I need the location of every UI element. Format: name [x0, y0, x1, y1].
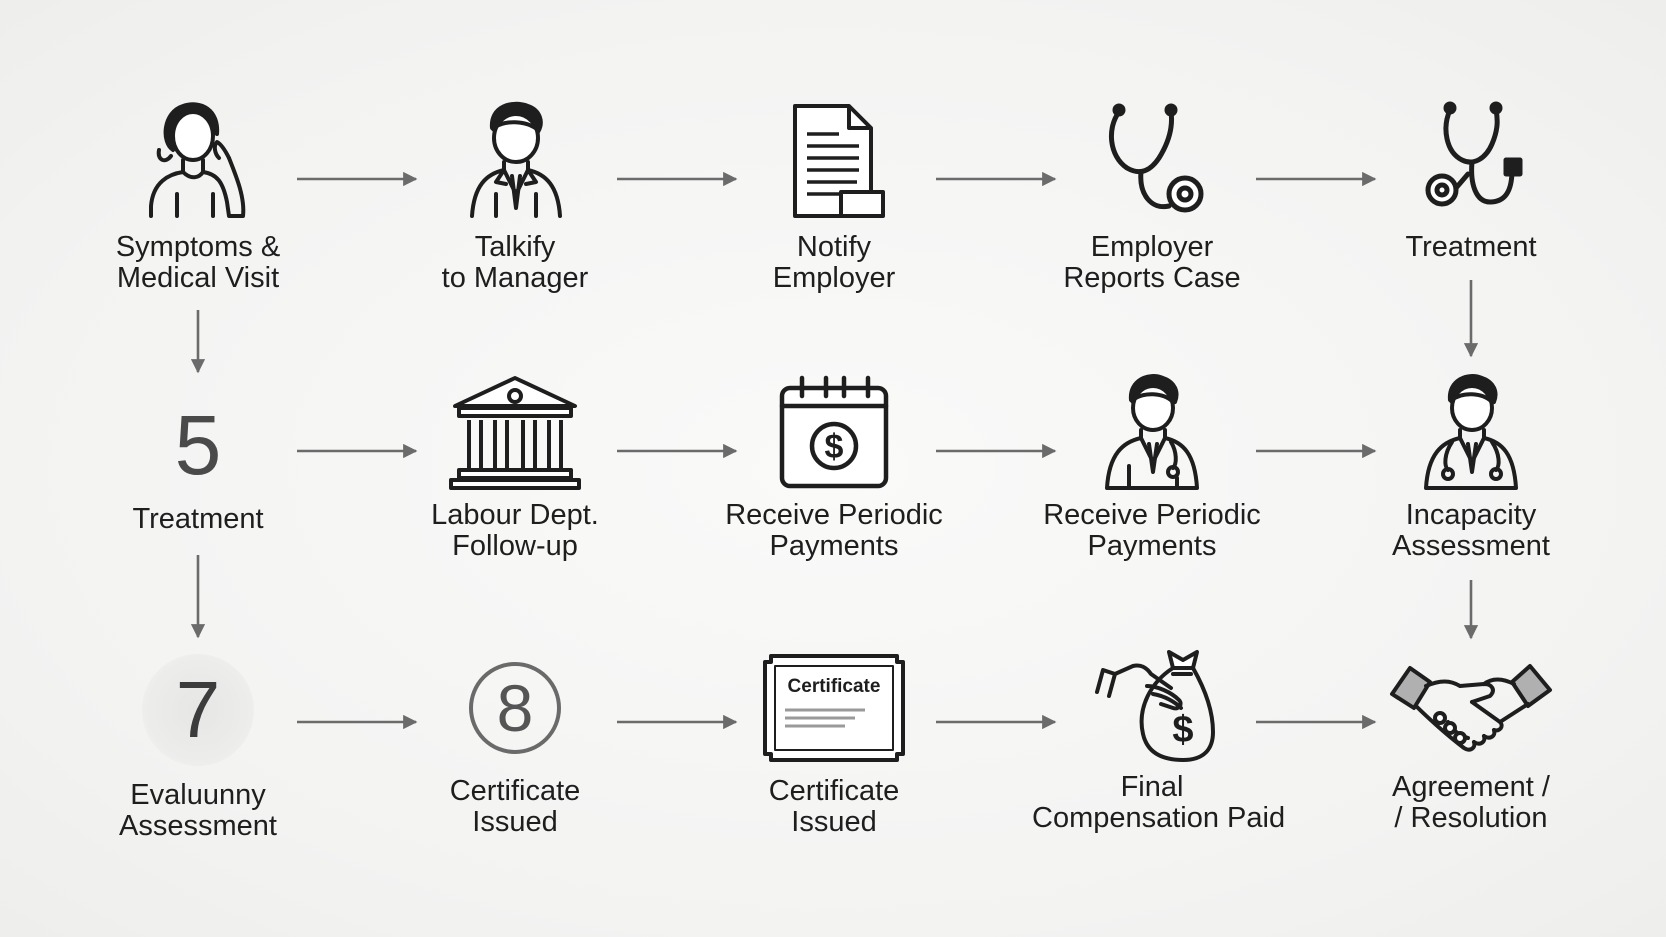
- woman-on-phone-icon: [149, 102, 246, 218]
- node-label: Notify Employer: [714, 232, 954, 294]
- node-label: Treatment: [78, 504, 318, 535]
- label-line: to Manager: [441, 262, 589, 294]
- node-evaluation-assessment: 7 Evaluunny Assessment: [78, 654, 318, 842]
- node-symptoms-medical-visit: Symptoms & Medical Visit: [78, 98, 318, 294]
- node-incapacity-assessment: Incapacity Assessment: [1351, 372, 1591, 562]
- label-line: Labour Dept.: [431, 499, 599, 531]
- step-number: 5: [174, 398, 222, 492]
- node-certificate-issued-numeral: 8 Certificate Issued: [395, 654, 635, 838]
- svg-text:$: $: [1172, 709, 1193, 751]
- money-bag-icon: $: [1095, 650, 1215, 762]
- label-line: Incapacity: [1405, 499, 1537, 531]
- label-line: Treatment: [1405, 231, 1537, 263]
- doctor-icon: [1424, 374, 1518, 490]
- label-line: Reports Case: [1063, 262, 1241, 294]
- certificate-heading: Certificate: [788, 676, 881, 697]
- node-receive-periodic-payments-b: Receive Periodic Payments: [1032, 372, 1272, 562]
- calendar-dollar-icon: $: [779, 375, 889, 489]
- node-label: Evaluunny Assessment: [78, 780, 318, 842]
- stethoscope-icon: [1425, 101, 1523, 207]
- label-line: Evaluunny: [130, 779, 266, 811]
- manager-icon: [470, 101, 562, 218]
- node-label: Agreement / / Resolution: [1351, 772, 1591, 834]
- node-receive-periodic-payments-a: $ Receive Periodic Payments: [714, 372, 954, 562]
- node-label: Employer Reports Case: [1032, 232, 1272, 294]
- label-line: Medical Visit: [116, 262, 280, 294]
- step-number-disc: 7: [142, 654, 254, 766]
- label-line: Agreement /: [1392, 771, 1550, 803]
- label-line: Follow-up: [452, 530, 578, 562]
- label-line: Employer: [772, 262, 896, 294]
- label-line: Certificate: [449, 775, 581, 807]
- certificate-icon: Certificate: [763, 654, 905, 762]
- step-number-ring: 8: [469, 662, 561, 754]
- node-label: Talkify to Manager: [395, 232, 635, 294]
- label-line: Final: [1120, 771, 1184, 803]
- node-labour-dept-follow-up: Labour Dept. Follow-up: [395, 372, 635, 562]
- svg-text:$: $: [825, 428, 844, 466]
- label-line: Assessment: [119, 810, 277, 842]
- label-line: Certificate: [768, 775, 900, 807]
- node-label: Certificate Issued: [714, 776, 954, 838]
- label-line: Compensation Paid: [1032, 802, 1286, 834]
- stethoscope-icon: [1108, 103, 1204, 213]
- node-employer-reports-case: Employer Reports Case: [1032, 98, 1272, 294]
- label-line: Assessment: [1392, 530, 1550, 562]
- label-line: Issued: [791, 806, 877, 838]
- node-label: Labour Dept. Follow-up: [395, 500, 635, 562]
- label-line: Payments: [769, 530, 899, 562]
- label-line: Symptoms &: [115, 231, 281, 263]
- node-label: Incapacity Assessment: [1351, 500, 1591, 562]
- label-line: / Resolution: [1394, 802, 1548, 834]
- node-treatment-top: Treatment: [1351, 98, 1591, 263]
- label-line: Payments: [1087, 530, 1217, 562]
- doctor-icon: [1105, 374, 1199, 490]
- node-agreement-resolution: Agreement / / Resolution: [1351, 660, 1591, 834]
- label-line: Treatment: [132, 503, 264, 535]
- node-label: Certificate Issued: [395, 776, 635, 838]
- label-line: Receive Periodic: [1043, 499, 1261, 531]
- node-label: Receive Periodic Payments: [1032, 500, 1272, 562]
- node-label: Receive Periodic Payments: [714, 500, 954, 562]
- label-line: Notify: [796, 231, 872, 263]
- node-label: Final Compensation Paid: [1032, 771, 1286, 834]
- label-line: Receive Periodic: [725, 499, 943, 531]
- node-final-compensation-paid: $ Final Compensation Paid: [1032, 648, 1286, 834]
- bank-building-icon: [449, 376, 581, 490]
- node-treatment-numeral: 5 Treatment: [78, 390, 318, 535]
- node-certificate-issued: Certificate Certificate Issued: [714, 652, 954, 838]
- label-line: Employer: [1090, 231, 1214, 263]
- document-icon: [793, 104, 885, 218]
- label-line: Issued: [472, 806, 558, 838]
- label-line: Talkify: [474, 231, 556, 263]
- node-talkify-to-manager: Talkify to Manager: [395, 98, 635, 294]
- node-label: Treatment: [1351, 232, 1591, 263]
- node-notify-employer: Notify Employer: [714, 98, 954, 294]
- node-label: Symptoms & Medical Visit: [78, 232, 318, 294]
- handshake-icon: [1390, 664, 1552, 752]
